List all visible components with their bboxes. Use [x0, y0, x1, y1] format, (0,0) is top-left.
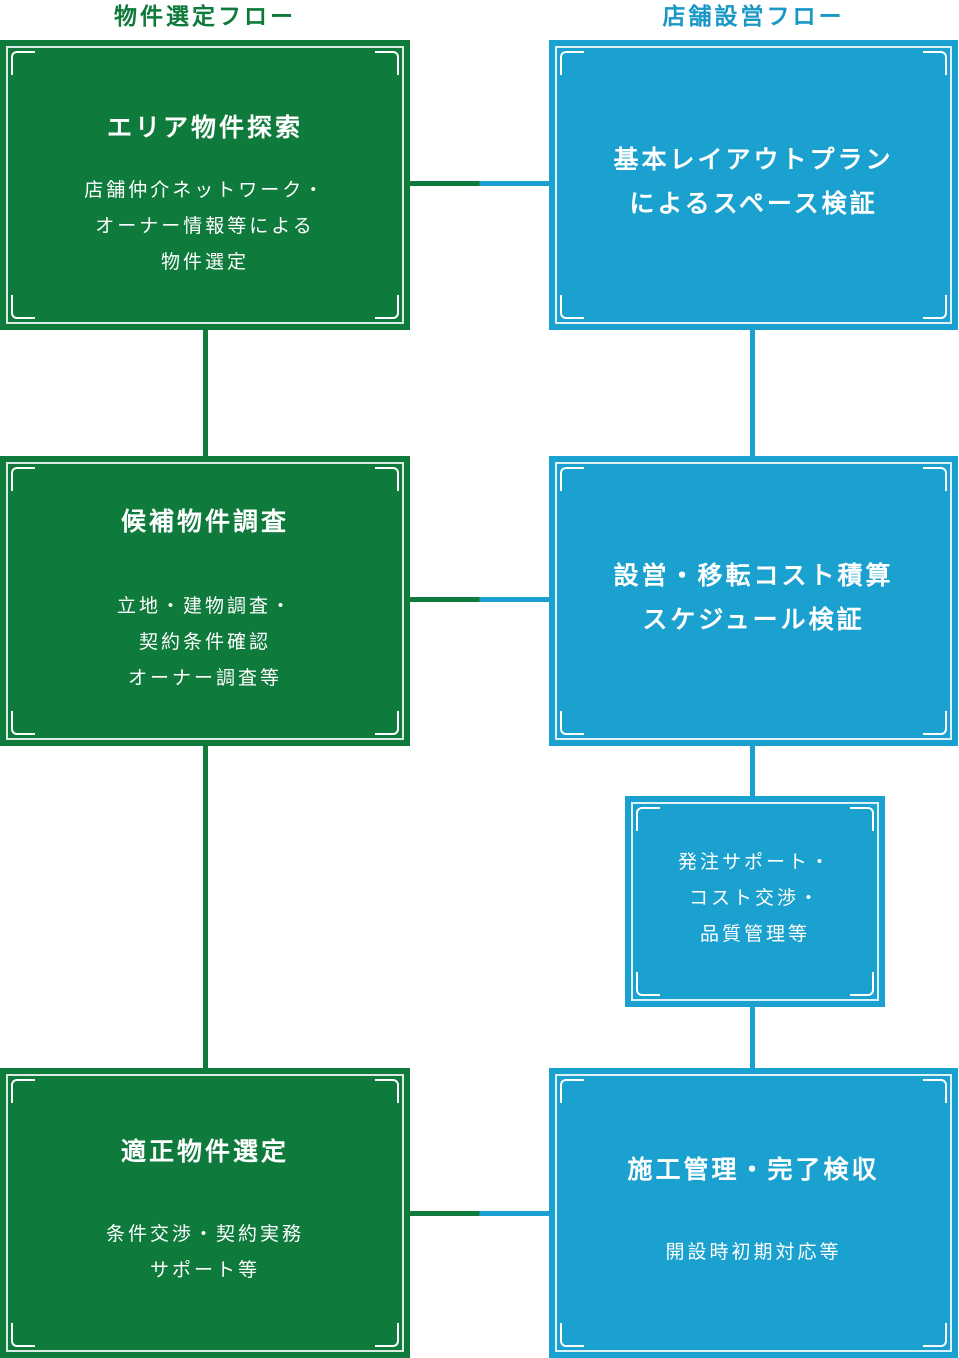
title-line: 基本レイアウトプラン [613, 145, 894, 174]
description-line: 店舗仲介ネットワーク・ [84, 179, 326, 201]
connector-right-1-2 [750, 326, 755, 458]
store-setup-flow-title: 店舗設営フロー [662, 3, 845, 30]
step-title: 適正物件選定 [120, 1137, 289, 1166]
description-line: コスト交渉・ [688, 887, 821, 909]
description-line: 開設時初期対応等 [665, 1241, 842, 1263]
description-line: 契約条件確認 [138, 631, 271, 653]
step-title: 候補物件調査 [120, 507, 289, 536]
connector-right-2-3 [750, 744, 755, 798]
property-selection-flow-title: 物件選定フロー [114, 3, 296, 30]
step-title: エリア物件探索 [106, 113, 303, 142]
step-description: 立地・建物調査・ 契約条件確認 オーナー調査等 [2, 588, 408, 696]
step-construction-management: 施工管理・完了検収 開設時初期対応等 [549, 1068, 958, 1358]
step-cost-schedule-verification: 設営・移転コスト積算 スケジュール検証 [549, 456, 958, 746]
connector-row-2 [408, 597, 551, 602]
description-line: オーナー情報等による [95, 215, 315, 237]
step-description: 店舗仲介ネットワーク・ オーナー情報等による 物件選定 [2, 172, 408, 280]
title-line: によるスペース検証 [629, 189, 878, 218]
title-line: 施工管理・完了検収 [627, 1155, 880, 1184]
step-appropriate-property-selection: 適正物件選定 条件交渉・契約実務 サポート等 [0, 1068, 410, 1358]
connector-right-3-4 [750, 1005, 755, 1070]
description-line: 条件交渉・契約実務 [105, 1223, 304, 1245]
description-line: 立地・建物調査・ [116, 595, 293, 617]
description-line: サポート等 [149, 1259, 260, 1281]
step-description: 発注サポート・ コスト交渉・ 品質管理等 [627, 844, 883, 952]
description-line: 発注サポート・ [677, 851, 832, 873]
connector-left-2-3 [203, 744, 208, 1070]
step-area-property-search: エリア物件探索 店舗仲介ネットワーク・ オーナー情報等による 物件選定 [0, 40, 410, 330]
step-title: 施工管理・完了検収 [551, 1148, 956, 1192]
connector-row-3 [408, 1211, 551, 1216]
connector-row-1 [408, 181, 551, 186]
step-layout-plan-verification: 基本レイアウトプラン によるスペース検証 [549, 40, 958, 330]
connector-left-1-2 [203, 326, 208, 458]
step-order-support: 発注サポート・ コスト交渉・ 品質管理等 [625, 796, 885, 1007]
description-line: オーナー調査等 [127, 667, 282, 689]
title-line: 設営・移転コスト積算 [613, 561, 894, 590]
title-line: スケジュール検証 [642, 605, 865, 634]
step-candidate-property-survey: 候補物件調査 立地・建物調査・ 契約条件確認 オーナー調査等 [0, 456, 410, 746]
step-title: 基本レイアウトプラン によるスペース検証 [551, 138, 956, 226]
step-title: 設営・移転コスト積算 スケジュール検証 [551, 554, 956, 642]
description-line: 品質管理等 [699, 923, 810, 945]
step-description: 条件交渉・契約実務 サポート等 [2, 1216, 408, 1288]
step-description: 開設時初期対応等 [551, 1234, 956, 1270]
description-line: 物件選定 [160, 251, 249, 273]
